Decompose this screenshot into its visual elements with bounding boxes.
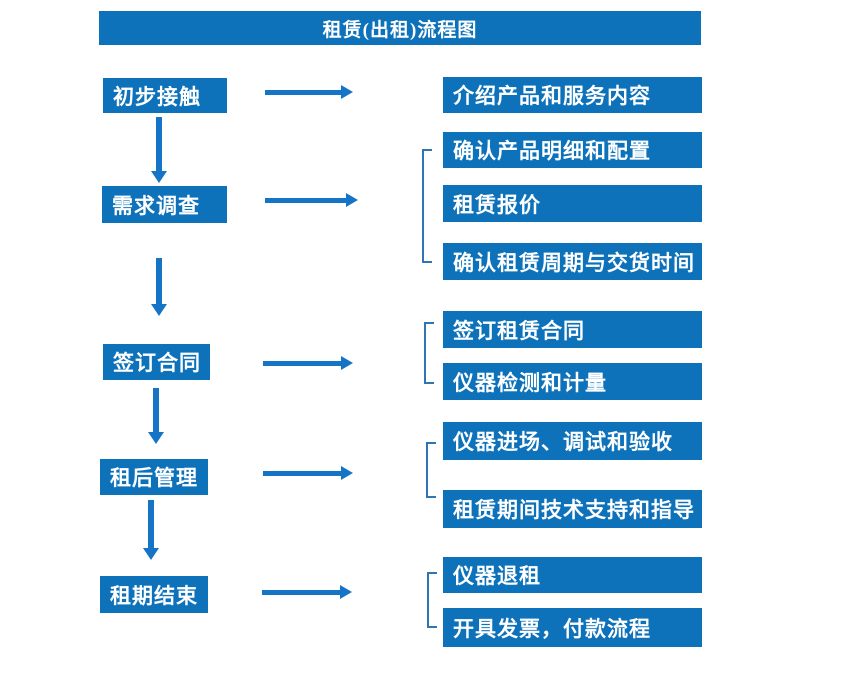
arrow-head (341, 85, 353, 99)
detail-box-rental-quote: 租赁报价 (443, 185, 702, 222)
arrow-right-icon (263, 466, 353, 480)
group-bracket-icon (424, 322, 434, 384)
arrow-shaft (156, 117, 162, 171)
arrow-head (341, 356, 353, 370)
detail-box-confirm-period-delivery: 确认租赁周期与交货时间 (443, 243, 702, 280)
flowchart-title-bar: 租赁(出租)流程图 (99, 11, 701, 45)
arrow-shaft (148, 500, 154, 548)
arrow-right-icon (262, 585, 352, 599)
arrow-down-icon (151, 258, 167, 316)
flowchart-title-text: 租赁(出租)流程图 (322, 19, 478, 41)
detail-box-instrument-entry-acceptance: 仪器进场、调试和验收 (443, 422, 702, 460)
detail-box-instrument-return: 仪器退租 (443, 557, 702, 593)
detail-label: 租赁报价 (453, 192, 541, 217)
arrow-head (151, 171, 167, 183)
detail-box-tech-support: 租赁期间技术支持和指导 (443, 490, 702, 528)
arrow-down-icon (151, 117, 167, 183)
detail-box-sign-rental-contract: 签订租赁合同 (443, 311, 702, 348)
detail-label: 仪器退租 (453, 564, 541, 588)
step-box-sign-contract: 签订合同 (103, 344, 210, 380)
arrow-shaft (263, 360, 341, 366)
detail-label: 仪器进场、调试和验收 (453, 430, 673, 454)
arrow-down-icon (148, 388, 164, 444)
step-label: 需求调查 (112, 193, 200, 218)
detail-label: 确认产品明细和配置 (453, 139, 651, 163)
step-box-initial-contact: 初步接触 (103, 78, 227, 113)
group-bracket-icon (422, 149, 432, 263)
step-box-rental-end: 租期结束 (100, 576, 208, 613)
arrow-head (151, 304, 167, 316)
detail-box-invoice-payment: 开具发票，付款流程 (443, 608, 702, 647)
arrow-head (346, 193, 358, 207)
group-bracket-icon (427, 572, 437, 628)
step-box-demand-survey: 需求调查 (102, 186, 227, 223)
detail-label: 签订租赁合同 (453, 318, 585, 343)
step-label: 租后管理 (110, 466, 198, 490)
arrow-shaft (156, 258, 162, 304)
detail-label: 介绍产品和服务内容 (453, 84, 651, 108)
arrow-shaft (265, 89, 341, 95)
arrow-head (143, 548, 159, 560)
step-box-post-rental-management: 租后管理 (100, 459, 208, 495)
arrow-shaft (153, 388, 159, 432)
detail-label: 租赁期间技术支持和指导 (453, 498, 695, 522)
arrow-head (340, 585, 352, 599)
detail-label: 仪器检测和计量 (453, 370, 607, 395)
arrow-right-icon (265, 85, 353, 99)
detail-box-confirm-product-details: 确认产品明细和配置 (443, 132, 702, 168)
arrow-head (148, 432, 164, 444)
detail-box-instrument-inspection: 仪器检测和计量 (443, 363, 702, 400)
step-label: 租期结束 (110, 583, 198, 608)
arrow-right-icon (265, 193, 358, 207)
step-label: 签订合同 (113, 351, 201, 375)
arrow-head (341, 466, 353, 480)
step-label: 初步接触 (113, 84, 201, 109)
arrow-right-icon (263, 356, 353, 370)
detail-box-introduce-products: 介绍产品和服务内容 (443, 77, 702, 113)
detail-label: 确认租赁周期与交货时间 (453, 250, 695, 275)
arrow-shaft (265, 197, 346, 203)
arrow-shaft (262, 589, 340, 595)
arrow-down-icon (143, 500, 159, 560)
arrow-shaft (263, 470, 341, 476)
detail-label: 开具发票，付款流程 (453, 616, 651, 641)
group-bracket-icon (426, 442, 436, 498)
